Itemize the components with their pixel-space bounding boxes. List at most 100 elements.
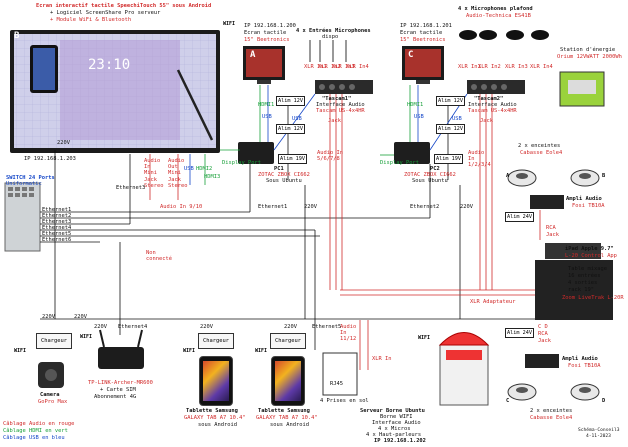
speakers-top (507, 169, 600, 187)
tascam1-jack: Jack (328, 118, 341, 124)
wifi-router: WIFI (80, 334, 93, 340)
v220-tab2: 220V (284, 324, 297, 330)
alim12-pc1: Alim 12V (276, 96, 305, 106)
tablet2-name: Tablette Samsung (258, 408, 310, 414)
mixer-box (535, 260, 613, 320)
mics-title: 4 x Entrées Microphones (296, 28, 371, 34)
v220-pc1: 220V (304, 204, 317, 210)
amp-bottom-model: Fosi TB10A (568, 363, 601, 369)
router-sim: + Carte SIM (100, 387, 136, 393)
mixer-ipad: iPad Apple 9.7" (565, 246, 614, 252)
hdmi1-label: HDMI1 (258, 102, 275, 108)
speaker-d-label: D (602, 398, 606, 404)
amp-top-jack: Jack (546, 232, 559, 238)
hdmi2-label: HDMI2 (196, 166, 213, 172)
amp-bottom-box (525, 354, 559, 368)
switch-port-1: Ethernet1 (42, 207, 72, 213)
tablet2-model: GALAXY TAB A7 10.4" (256, 415, 318, 421)
ceiling-mics-title: 4 x Microphones plafond (458, 6, 533, 12)
pc2-box (394, 142, 430, 164)
audio-in-jack: Audio In Mini Jack Stereo (144, 158, 164, 189)
tablet1-os: sous Android (198, 422, 237, 428)
screen-a-letter: A (250, 50, 256, 60)
speakers-bottom (507, 383, 600, 401)
hdmi1-label-c: HDMI1 (407, 102, 424, 108)
audio-lines (149, 94, 541, 370)
alim24-bottom: Alim 24V (505, 328, 534, 338)
router-subscription: Abonnement 4G (94, 394, 137, 400)
amp-top-box (530, 195, 564, 209)
v220-tab1: 220V (200, 324, 213, 330)
camera-charger: Chargeur (36, 333, 72, 349)
mic-label-4: XLR In4 (346, 64, 369, 70)
server-title: Serveur Borne Ubuntu (360, 408, 425, 414)
pc2-model: ZOTAC ZBOX CI662 (404, 172, 456, 178)
xlr-in-server: XLR In (372, 356, 392, 362)
tablet2-os: sous Android (270, 422, 309, 428)
server-l4: 4 x Haut-parleurs (366, 432, 422, 438)
eth5-label: Ethernet5 (312, 324, 342, 330)
alim24-top: Alim 24V (505, 212, 534, 222)
v220-cam: 220V (42, 314, 55, 320)
speaker-b-label: B (602, 173, 606, 179)
pc1-model: ZOTAC ZBOX CI662 (258, 172, 310, 178)
cmic-label-1: XLR In1 (458, 64, 481, 70)
station-title: Station d'énergie (560, 47, 616, 53)
rj45-label: RJ45 (330, 381, 343, 387)
main-screen-letter: B (14, 31, 20, 41)
switch-port-4: Ethernet4 (42, 225, 72, 231)
eth2-label: Ethernet2 (410, 204, 440, 210)
amp-top-rca: RCA (546, 225, 556, 231)
mic-label-2: XLR In2 (318, 64, 341, 70)
tablet2-charger: Chargeur (270, 333, 306, 349)
eth1-label: Ethernet1 (258, 204, 288, 210)
amp-bottom-rca: RCA (538, 331, 548, 337)
alim12-pc2: Alim 12V (436, 96, 465, 106)
mixer-rack: rack 19" (568, 287, 594, 293)
tascam1-model: Tascam US-4x4HR (316, 108, 365, 114)
audio-in-910: Audio In 9/10 (160, 204, 203, 210)
tablet1-charger: Chargeur (198, 333, 234, 349)
screen-c-ip: IP 192.168.1.201 (400, 23, 452, 29)
cmic-label-4: XLR In4 (530, 64, 553, 70)
tascam1-desc: Interface Audio (316, 102, 365, 108)
ceiling-mics (459, 30, 549, 40)
prises-label: 4 Prises en sol (320, 398, 369, 404)
ceiling-mics-model: Audio-Technica ES41B (466, 13, 531, 19)
amp-top-title: Ampli Audio (566, 196, 602, 202)
title-line2: + Logiciel ScreenShare Pro serveur (50, 10, 161, 16)
audio-in-1112: Audio In 11/12 (340, 324, 357, 343)
main-screen-clock: 23:10 (88, 57, 131, 73)
pc1-os: Sous Ubuntu (266, 178, 302, 184)
eth3-label: Ethernet3 (116, 185, 146, 191)
non-connected: Non connecté (146, 250, 172, 263)
alim19-pc1: Alim 19V (278, 154, 307, 164)
tascam2-desc: Interface Audio (468, 102, 517, 108)
screen-c-title: Ecran tactile (400, 30, 443, 36)
footer-author: Schéma-Conseil3 (578, 428, 620, 433)
ethernet-lines (40, 154, 431, 350)
amp-top-model: Fosi TB10A (572, 203, 605, 209)
mics-subtitle: dispo (322, 34, 339, 40)
amp-bottom-title: Ampli Audio (562, 356, 598, 362)
mixer-channels: 16 entrées (568, 273, 601, 279)
screen-a-model: 15" Beetronics (244, 37, 290, 43)
server-ip: IP 192.168.1.202 (374, 438, 426, 444)
server-l3: 4 x Micros (378, 426, 411, 432)
server-l1: Borne WIFI (380, 414, 413, 420)
pc1-name: PC1 (274, 166, 284, 172)
alim12-tascam2: Alim 12V (436, 124, 465, 134)
speakers-top-model: Cabasse Eole4 (520, 150, 563, 156)
wifi-tablet1: WIFI (183, 348, 196, 354)
pc2-name: PC2 (430, 166, 440, 172)
tablet1-model: GALAXY TAB A7 10.4" (184, 415, 246, 421)
audio-in-5678: Audio In 5/6/7/8 (317, 150, 343, 163)
cmic-label-2: XLR In2 (478, 64, 501, 70)
cmic-label-3: XLR In3 (505, 64, 528, 70)
legend-hdmi: Câblage HDMI en vert (3, 428, 68, 434)
switch-port-5: Ethernet5 (42, 231, 72, 237)
speakers-bottom-title: 2 x enceintes (530, 408, 573, 414)
wifi-tablet2: WIFI (255, 348, 268, 354)
v220-bus: 220V (74, 314, 87, 320)
